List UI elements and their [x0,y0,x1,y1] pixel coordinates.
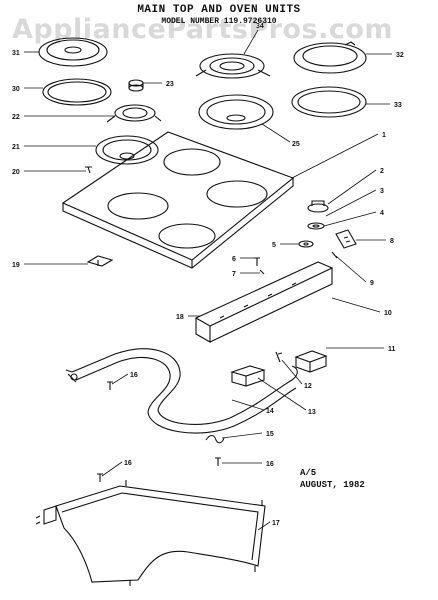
screw-16-b [215,457,221,466]
leader-lines [24,29,392,531]
trim-ring-30 [42,78,112,106]
callout-16-low: 16 [124,460,132,467]
callout-1: 1 [382,132,386,139]
trim-ring-33 [291,86,367,118]
screw-9 [331,251,338,259]
callout-23: 23 [166,81,174,88]
model-number: MODEL NUMBER 119.9726310 [161,17,277,26]
callout-34: 34 [256,23,264,30]
drip-pan-31 [38,37,108,67]
callout-30: 30 [12,86,20,93]
callout-16-top: 16 [130,372,138,379]
screw-7 [259,269,265,275]
callout-18: 18 [176,314,184,321]
broil-element-14 [65,348,298,434]
callout-19: 19 [12,262,20,269]
callout-25: 25 [292,141,300,148]
drip-pan-32 [293,41,367,74]
callout-4: 4 [380,210,384,217]
callout-3: 3 [380,188,384,195]
callout-6: 6 [232,256,236,263]
receptacle-parts [298,200,329,248]
drip-pan-25 [198,94,274,130]
callout-32: 32 [396,52,404,59]
screw-6 [254,257,260,266]
callout-17: 17 [272,520,280,527]
callout-11: 11 [388,346,396,353]
screw-20 [85,166,92,174]
callout-labels: 31 32 30 33 34 23 22 25 21 1 20 2 3 4 5 … [12,23,404,527]
screw-12 [275,351,283,363]
callout-14: 14 [266,408,274,415]
callout-31: 31 [12,50,20,57]
sensor-15 [205,434,225,444]
callout-33: 33 [394,102,402,109]
screw-16-c [97,473,103,482]
callout-5: 5 [272,242,276,249]
bake-element-17 [35,480,266,586]
callout-12: 12 [304,383,312,390]
hinge-19 [86,255,114,267]
terminal-block-23 [128,79,144,92]
surface-element-34 [195,53,271,79]
callout-2: 2 [380,168,384,175]
callout-20: 20 [12,169,20,176]
diagram-title: MAIN TOP AND OVEN UNITS [137,4,301,16]
switch-11 [294,350,328,373]
screw-16-a [107,381,113,390]
callout-15: 15 [266,431,274,438]
callout-7: 7 [232,271,236,278]
diagram-code: A/5 [300,468,317,478]
callout-21: 21 [12,144,20,151]
bracket-8 [335,229,357,249]
callout-22: 22 [12,114,20,121]
terminal-block-13 [230,365,266,387]
callout-10: 10 [384,310,392,317]
callout-8: 8 [390,238,394,245]
diagram-date: AUGUST, 1982 [300,480,365,490]
callout-13: 13 [308,409,316,416]
callout-9: 9 [370,280,374,287]
callout-16-mid: 16 [266,461,274,468]
surface-element-22 [106,104,162,123]
main-top-1 [61,131,295,269]
front-frame-10 [194,261,334,343]
